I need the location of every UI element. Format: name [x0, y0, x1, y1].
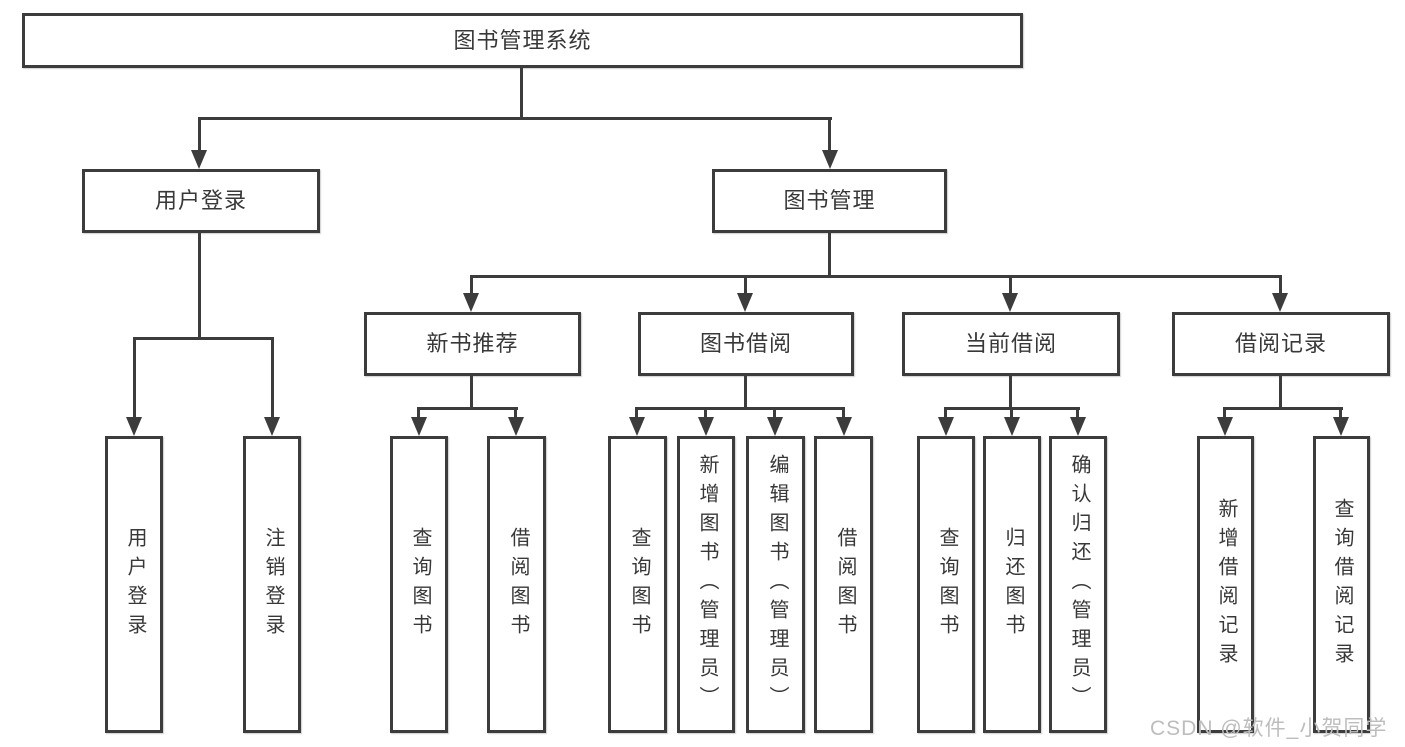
- leaf-add-books-admin: 新增图书（管理员）: [677, 436, 735, 733]
- connector-stem-g3-borrow: [842, 407, 845, 419]
- arrowhead-g3-borrow: [836, 417, 852, 436]
- connector-stem-new-book: [470, 275, 473, 294]
- arrowhead-g3-query: [629, 417, 645, 436]
- arrowhead-leaf-logout: [264, 417, 280, 436]
- node-book-borrowing: 图书借阅: [638, 312, 854, 376]
- arrowhead-g3-add: [698, 417, 714, 436]
- connector-group-newbook-rail: [417, 407, 518, 410]
- leaf-borrow-books-recommend: 借阅图书: [487, 436, 546, 733]
- connector-group-records-drop: [1279, 376, 1282, 408]
- connector-book-management-drop: [828, 233, 831, 277]
- watermark: CSDN @软件_小贺同学: [1150, 717, 1388, 740]
- connector-stem-borrow-records: [1279, 275, 1282, 294]
- leaf-edit-books-admin: 编辑图书（管理员）: [746, 436, 805, 733]
- arrowhead-g4-confirm: [1070, 417, 1086, 436]
- connector-level3-rail: [470, 275, 1282, 278]
- node-book-management: 图书管理: [712, 169, 947, 233]
- arrowhead-g5-add: [1217, 417, 1233, 436]
- arrowhead-borrow-records: [1272, 293, 1288, 312]
- connector-stem-g4-return: [1010, 407, 1013, 419]
- connector-group-borrowing-drop: [744, 376, 747, 408]
- connector-group-records-rail: [1223, 407, 1343, 410]
- arrowhead-new-book: [463, 293, 479, 312]
- leaf-borrow-books-borrowing: 借阅图书: [814, 436, 873, 733]
- node-new-book-recommendation: 新书推荐: [364, 312, 581, 376]
- arrowhead-g2-query: [411, 417, 427, 436]
- arrowhead-g3-edit: [767, 417, 783, 436]
- node-library-system: 图书管理系统: [22, 13, 1023, 68]
- leaf-logout: 注销登录: [243, 436, 301, 733]
- connector-stem-leaf-logout: [271, 337, 274, 418]
- connector-stem-g3-add: [704, 407, 707, 419]
- arrowhead-current-borrowing: [1002, 293, 1018, 312]
- connector-stem-g2-query: [417, 407, 420, 419]
- connector-group-newbook-drop: [470, 376, 473, 408]
- arrowhead-g2-borrow: [508, 417, 524, 436]
- connector-stem-g5-add: [1223, 407, 1226, 419]
- leaf-query-borrow-record: 查询借阅记录: [1313, 436, 1370, 733]
- leaf-add-borrow-record: 新增借阅记录: [1197, 436, 1254, 733]
- node-current-borrowing: 当前借阅: [902, 312, 1120, 376]
- node-user-login: 用户登录: [82, 169, 320, 233]
- arrowhead-g4-return: [1004, 417, 1020, 436]
- arrowhead-user-login: [191, 150, 207, 169]
- connector-stem-book-borrowing: [744, 275, 747, 294]
- connector-stem-current-borrowing: [1009, 275, 1012, 294]
- connector-level2-rail: [198, 117, 832, 120]
- connector-stem-g4-query: [944, 407, 947, 419]
- leaf-confirm-return-admin: 确认归还（管理员）: [1049, 436, 1107, 733]
- connector-group-borrowing-rail: [635, 407, 845, 410]
- connector-stem-g3-query: [635, 407, 638, 419]
- connector-stem-user-login: [198, 117, 201, 152]
- leaf-query-books-recommend: 查询图书: [390, 436, 448, 733]
- connector-stem-g3-edit: [773, 407, 776, 419]
- connector-root-drop: [520, 66, 523, 118]
- arrowhead-leaf-user-login: [126, 417, 142, 436]
- leaf-user-login: 用户登录: [105, 436, 163, 733]
- leaf-return-books: 归还图书: [983, 436, 1041, 733]
- connector-stem-g5-query: [1339, 407, 1342, 419]
- node-borrowing-records: 借阅记录: [1172, 312, 1390, 376]
- connector-stem-leaf-user-login: [133, 337, 136, 418]
- connector-user-login-rail: [133, 337, 274, 340]
- connector-stem-g4-confirm: [1076, 407, 1079, 419]
- arrowhead-book-borrowing: [737, 293, 753, 312]
- connector-stem-g2-borrow: [514, 407, 517, 419]
- leaf-query-books-borrowing: 查询图书: [608, 436, 667, 733]
- arrowhead-g5-query: [1333, 417, 1349, 436]
- connector-group-current-drop: [1009, 376, 1012, 408]
- connector-stem-book-management: [828, 117, 831, 152]
- connector-user-login-drop: [198, 233, 201, 337]
- arrowhead-book-management: [822, 150, 838, 169]
- arrowhead-g4-query: [938, 417, 954, 436]
- leaf-query-books-current: 查询图书: [917, 436, 975, 733]
